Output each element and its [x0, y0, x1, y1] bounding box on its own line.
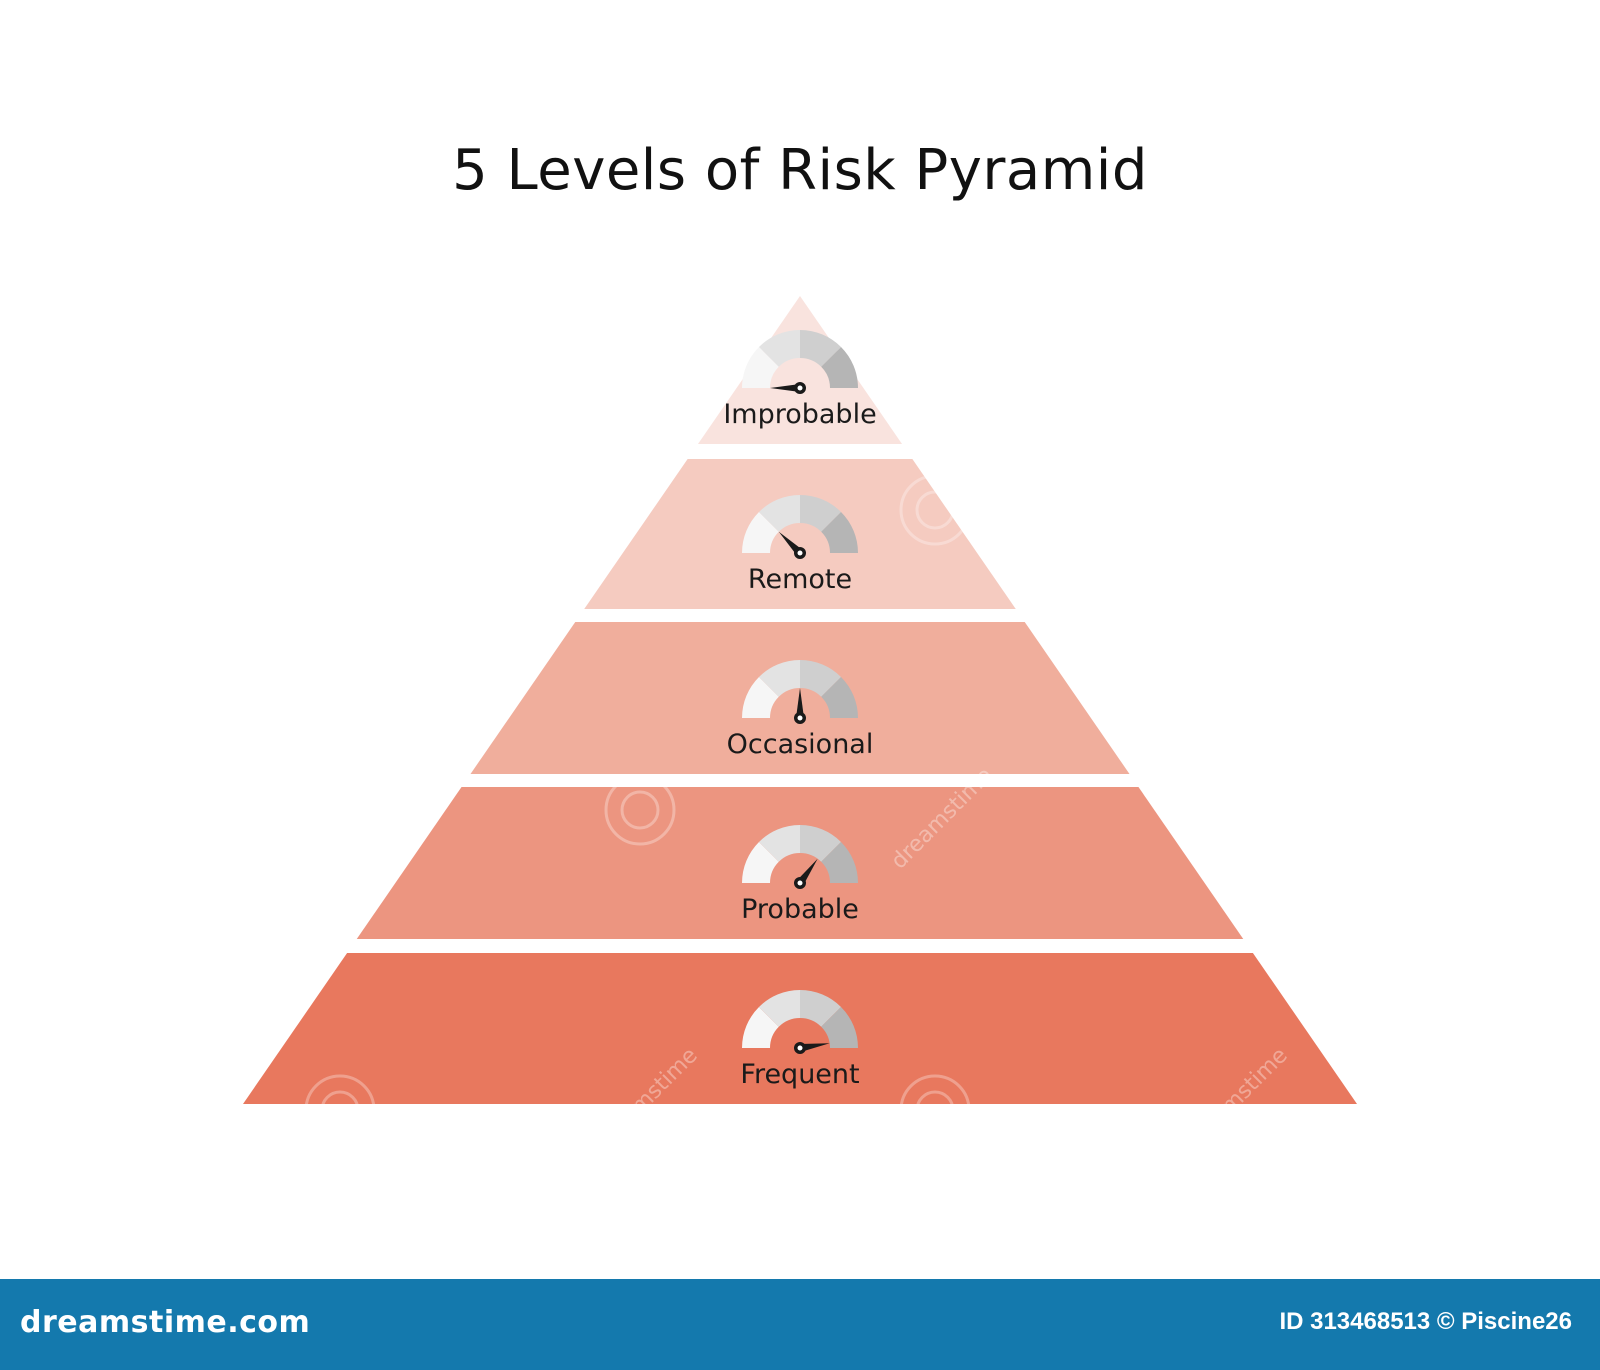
pyramid-level-remote: Remote	[584, 459, 1016, 609]
watermark-spiral-icon	[899, 1074, 971, 1146]
risk-pyramid: ImprobableRemoteOccasionalProbableFreque…	[243, 296, 1357, 1146]
gauge-needle	[799, 1043, 830, 1052]
watermark-spiral-icon	[899, 474, 971, 546]
risk-gauge-icon	[742, 824, 858, 889]
gauge-segment	[821, 511, 858, 553]
gauge-hub-center	[797, 715, 803, 721]
watermark-spiral-icon	[320, 490, 360, 530]
gauge-segment	[800, 660, 842, 697]
gauge-segment	[742, 676, 779, 718]
gauge-hub-center	[797, 550, 803, 556]
gauge-segment	[800, 495, 842, 532]
gauge-segment	[758, 330, 800, 367]
pyramid-band	[584, 459, 1016, 609]
level-label: Remote	[748, 564, 852, 595]
watermark-spiral-icon	[320, 1090, 360, 1130]
pyramid-level-frequent: Frequent	[243, 953, 1357, 1104]
image-id-credit: ID 313468513 © Piscine26	[1279, 1308, 1572, 1335]
gauge-needle	[796, 688, 804, 718]
watermark-spiral-icon	[620, 790, 660, 830]
footer-bar: dreamstime.com ID 313468513 © Piscine26	[0, 1279, 1600, 1370]
gauge-hub-center	[797, 1045, 803, 1051]
watermark-spiral-icon	[915, 490, 955, 530]
gauge-segment	[742, 841, 779, 883]
gauge-segment	[758, 825, 800, 862]
gauge-segment	[821, 1006, 858, 1048]
level-label: Frequent	[740, 1059, 859, 1090]
brand-logo-text: dreamstime.com	[20, 1305, 311, 1340]
gauge-segment	[821, 676, 858, 718]
watermark-spiral-icon	[604, 774, 676, 846]
risk-gauge-icon	[742, 660, 858, 724]
gauge-segment	[758, 495, 800, 532]
gauge-segment	[742, 1006, 779, 1048]
gauge-segment	[800, 330, 842, 367]
risk-gauge-icon	[742, 495, 858, 559]
pyramid-band	[697, 296, 903, 444]
pyramid-band	[243, 953, 1357, 1104]
level-label: Improbable	[723, 399, 876, 430]
gauge-segment	[800, 990, 842, 1027]
risk-gauge-icon	[742, 330, 858, 394]
gauge-needle	[770, 384, 800, 392]
pyramid-level-occasional: Occasional	[470, 622, 1130, 774]
watermark-spiral-icon	[915, 1090, 955, 1130]
watermark-spiral-icon	[304, 474, 376, 546]
gauge-hub-center	[797, 385, 803, 391]
gauge-segment	[800, 824, 842, 862]
risk-gauge-icon	[742, 990, 858, 1054]
gauge-segment	[758, 660, 800, 697]
gauge-hub-center	[797, 880, 803, 886]
pyramid-level-probable: Probable	[356, 787, 1244, 939]
pyramid-title: 5 Levels of Risk Pyramid	[452, 138, 1148, 203]
pyramid-level-improbable: Improbable	[697, 296, 903, 444]
watermark-spiral-icon	[304, 1074, 376, 1146]
pyramid-band	[356, 787, 1244, 939]
gauge-segment	[742, 511, 779, 553]
gauge-segment	[742, 346, 779, 388]
gauge-segment	[758, 990, 800, 1027]
gauge-segment	[821, 841, 858, 883]
gauge-segment	[821, 346, 858, 388]
level-label: Probable	[741, 894, 859, 925]
level-label: Occasional	[727, 729, 874, 760]
